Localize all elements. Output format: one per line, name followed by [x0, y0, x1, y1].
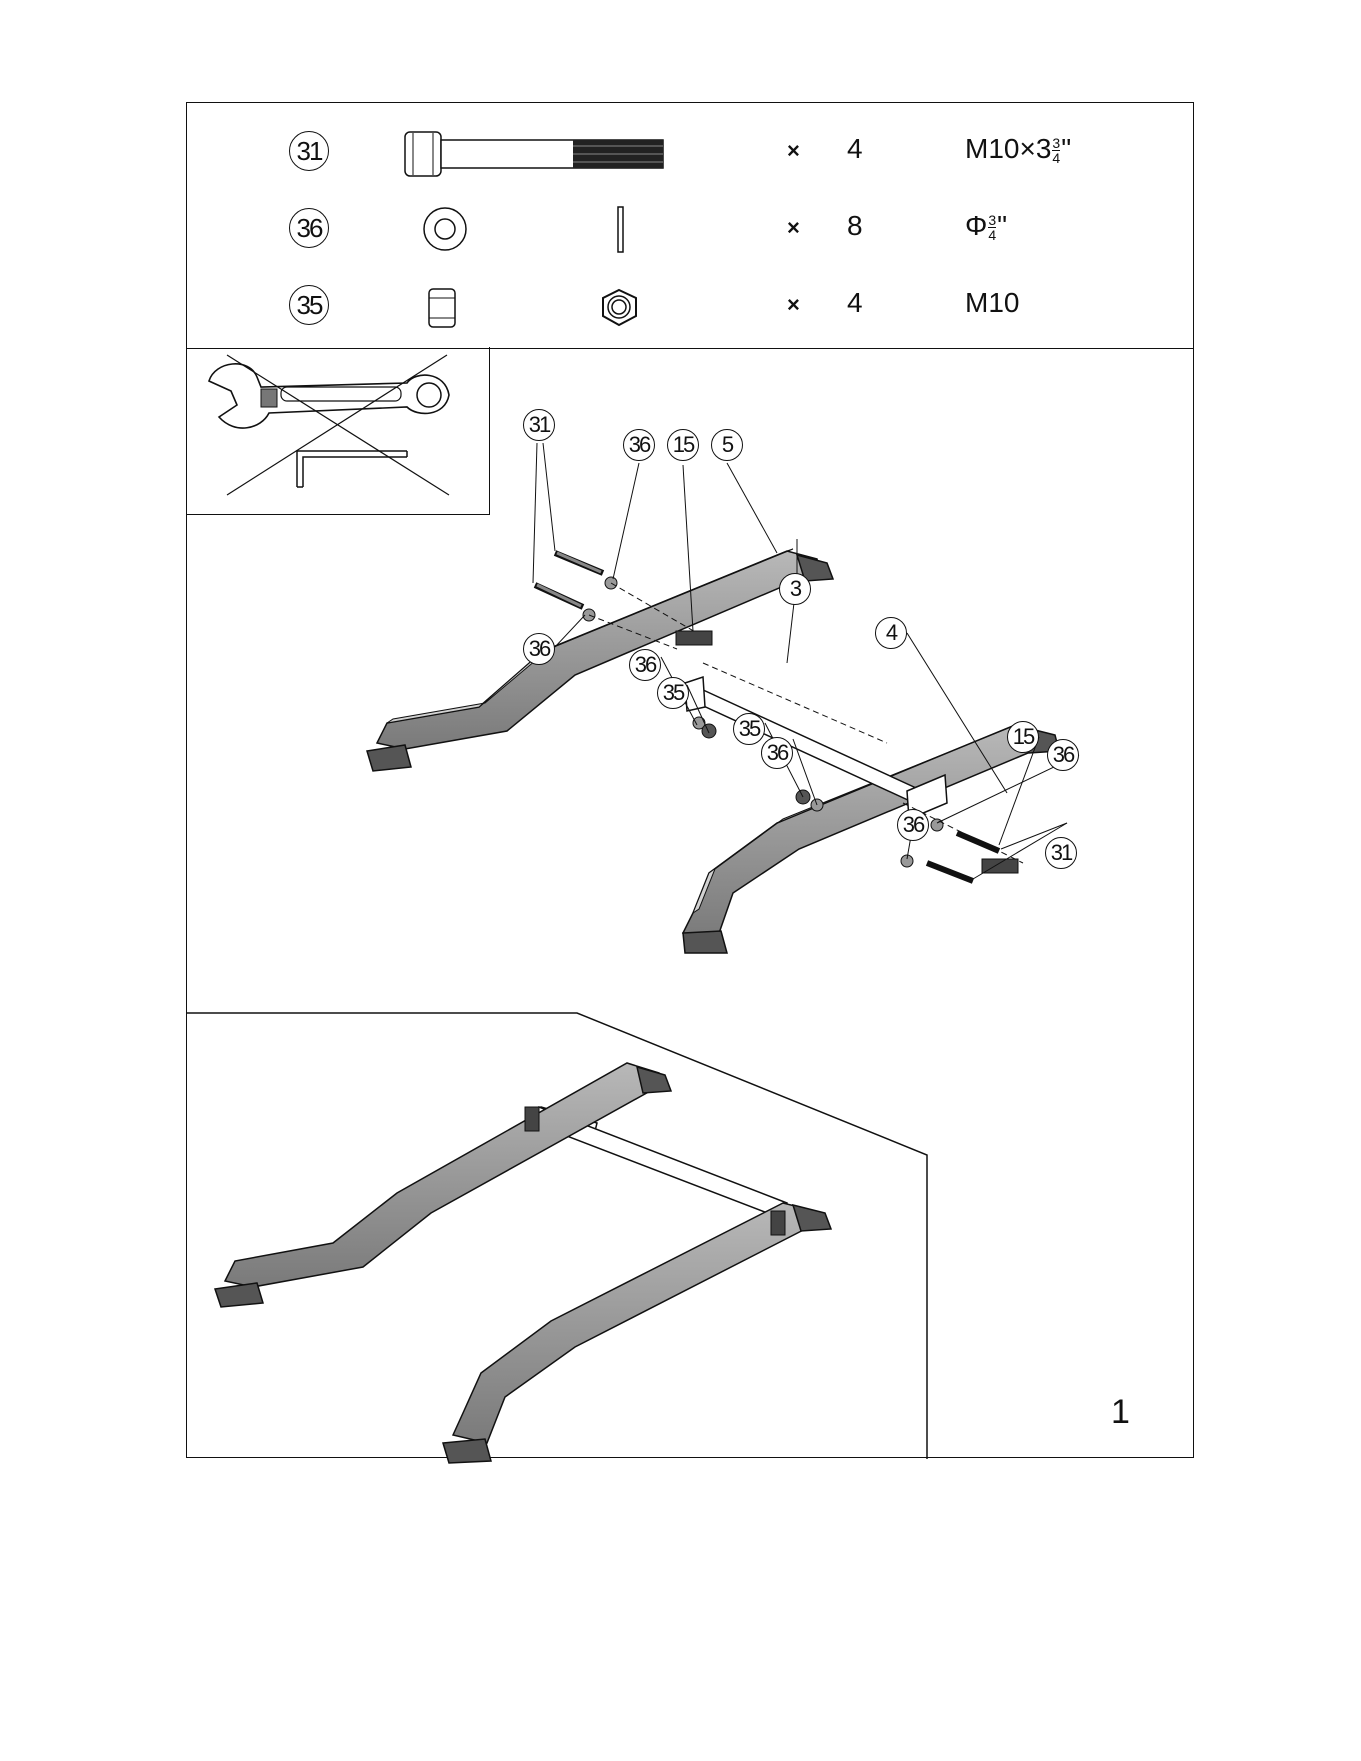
part-callout-31: 31 [1045, 837, 1077, 869]
part-callout-36: 36 [897, 809, 929, 841]
part-callout-3: 3 [779, 573, 811, 605]
part-callout-31: 31 [523, 409, 555, 441]
part-callout-36: 36 [523, 633, 555, 665]
part-callout-36: 36 [761, 737, 793, 769]
assembled-view-border [187, 1013, 927, 1459]
part-callout-35: 35 [657, 677, 689, 709]
crossbar-part-3 [685, 677, 947, 819]
part-callout-36: 36 [629, 649, 661, 681]
bracket-plate-15 [676, 631, 712, 645]
rail-part-5 [367, 549, 833, 771]
part-callout-35: 35 [733, 713, 765, 745]
part-callout-15: 15 [1007, 721, 1039, 753]
part-callout-36: 36 [623, 429, 655, 461]
assembled-frame [215, 1063, 831, 1463]
assembly-diagram [187, 103, 1195, 1459]
part-callout-36: 36 [1047, 739, 1079, 771]
step-number: 1 [1111, 1393, 1130, 1432]
part-callout-4: 4 [875, 617, 907, 649]
part-callout-5: 5 [711, 429, 743, 461]
part-callout-15: 15 [667, 429, 699, 461]
rail-part-4 [683, 723, 1059, 953]
